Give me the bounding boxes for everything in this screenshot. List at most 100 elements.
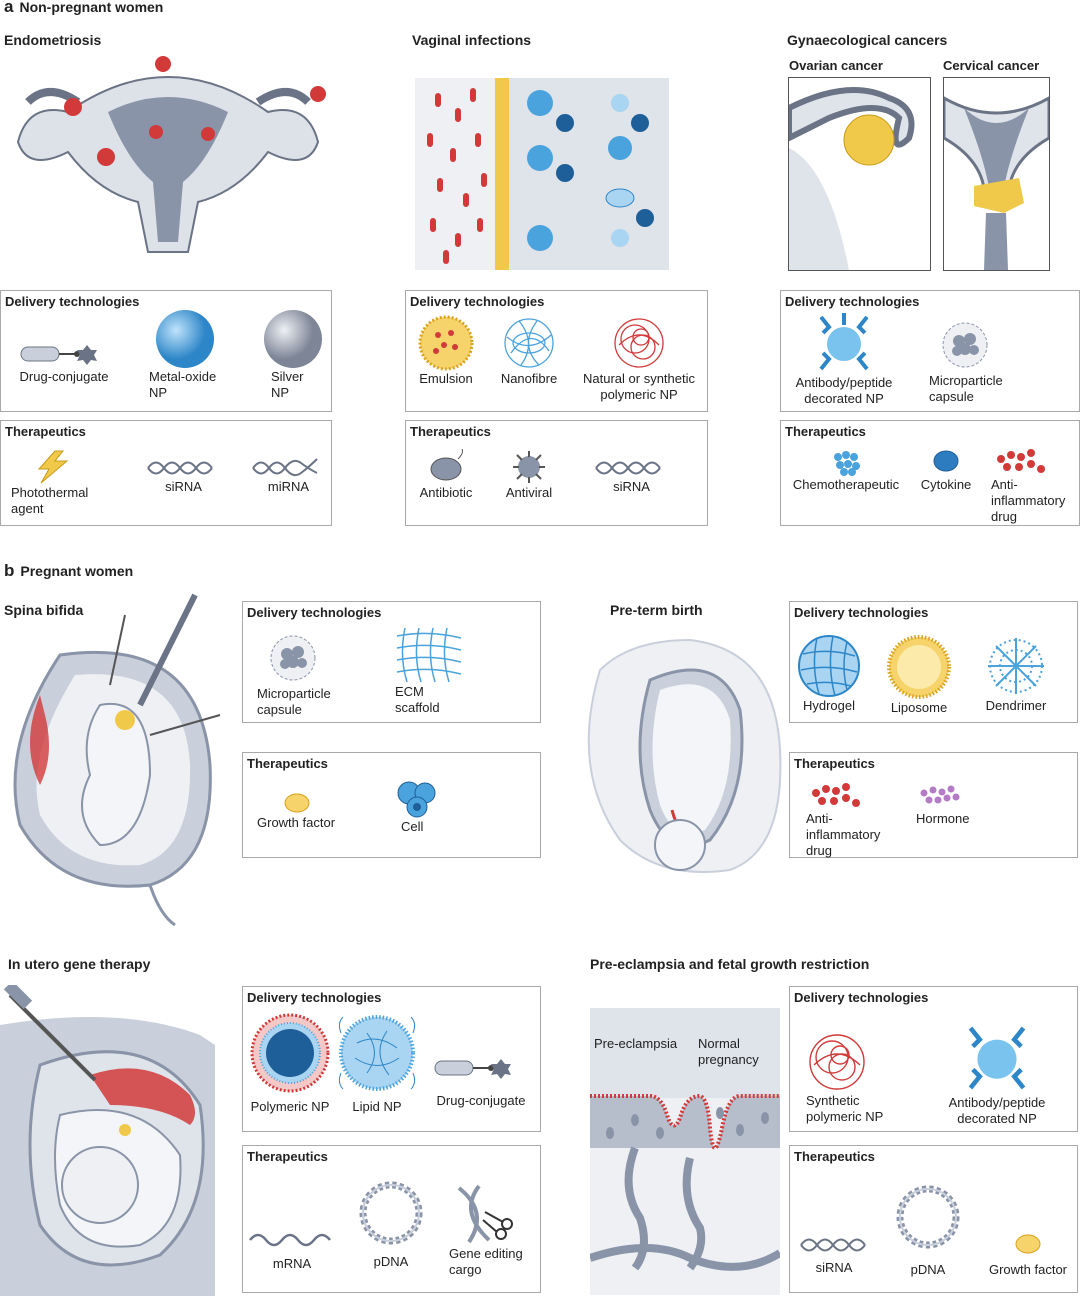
preeclampsia-therapeutics-box: Therapeutics siRNA pDNA Growth factor xyxy=(789,1145,1078,1293)
spina-title: Spina bifida xyxy=(4,602,84,618)
ecm-scaffold-item: ECM scaffold xyxy=(395,626,475,716)
cancers-title: Gynaecological cancers xyxy=(787,32,948,48)
preeclampsia-delivery-box: Delivery technologies Synthetic polymeri… xyxy=(789,986,1078,1132)
photothermal-item: Photothermal agent xyxy=(11,449,111,517)
polymeric-np-item: Polymeric NP xyxy=(245,1013,335,1115)
polymeric-np-icon xyxy=(614,318,664,368)
box-header: Therapeutics xyxy=(5,424,86,439)
box-header: Therapeutics xyxy=(247,1149,328,1164)
normal-pregnancy-label: Normal pregnancy xyxy=(698,1036,759,1067)
box-header: Delivery technologies xyxy=(410,294,545,309)
drug-conjugate-icon xyxy=(434,1059,511,1079)
hormone-icon xyxy=(920,785,960,804)
spina-microparticle-item: Microparticle capsule xyxy=(257,630,367,718)
endometriosis-therapeutics-box: Therapeutics Photothermal agent siRNA mi… xyxy=(0,420,332,526)
cell-icon xyxy=(397,781,436,818)
box-header: Therapeutics xyxy=(410,424,491,439)
endometriosis-title: Endometriosis xyxy=(4,32,102,48)
hormone-item: Hormone xyxy=(916,781,996,827)
chemotherapeutic-item: Chemotherapeutic xyxy=(785,447,907,493)
hydrogel-item: Hydrogel xyxy=(794,634,864,714)
vaginal-title: Vaginal infections xyxy=(412,32,532,48)
preterm-delivery-box: Delivery technologies Hydrogel Liposome … xyxy=(789,601,1078,723)
sirna-icon xyxy=(800,1238,866,1252)
dendrimer-item: Dendrimer xyxy=(976,634,1056,714)
preterm-anti-inflammatory-item: Anti- inflammatory drug xyxy=(806,781,916,859)
cytokine-icon xyxy=(933,450,959,472)
polymeric-np-item: Natural or synthetic polymeric NP xyxy=(574,315,704,403)
vaginal-illustration xyxy=(415,78,669,270)
growth-factor-icon xyxy=(284,793,310,813)
mrna-item: mRNA xyxy=(247,1230,337,1272)
polymeric-np-icon xyxy=(250,1013,330,1093)
spina-therapeutics-box: Therapeutics Growth factor Cell xyxy=(242,752,541,858)
anti-inflammatory-item: Anti- inflammatory drug xyxy=(991,447,1080,525)
spina-illustration xyxy=(0,585,235,930)
mirna-icon xyxy=(252,458,318,477)
lightning-icon xyxy=(37,450,69,484)
antibody-np-item: Antibody/peptide decorated NP xyxy=(785,311,903,407)
silver-np-item: Silver NP xyxy=(263,309,327,401)
spina-delivery-box: Delivery technologies Microparticle caps… xyxy=(242,601,541,723)
sirna-icon xyxy=(147,461,213,475)
preeclampsia-antibody-np-item: Antibody/peptide decorated NP xyxy=(932,1021,1062,1127)
box-header: Delivery technologies xyxy=(794,605,929,620)
liposome-icon xyxy=(887,635,951,699)
box-header: Delivery technologies xyxy=(247,605,382,620)
pdna-icon xyxy=(896,1185,960,1249)
nanofibre-item: Nanofibre xyxy=(494,315,564,387)
gene-delivery-box: Delivery technologies Polymeric NP Lipid… xyxy=(242,986,541,1132)
anti-inflammatory-icon xyxy=(812,783,860,807)
mirna-item: miRNA xyxy=(251,457,326,495)
mrna-icon xyxy=(249,1233,331,1247)
emulsion-icon xyxy=(418,315,474,371)
antibody-np-icon xyxy=(968,1026,1026,1090)
gene-illustration xyxy=(0,985,215,1296)
microparticle-item: Microparticle capsule xyxy=(929,317,1029,405)
ovarian-illustration xyxy=(788,77,931,271)
hydrogel-icon xyxy=(798,635,860,697)
growth-factor-icon xyxy=(1015,1234,1041,1254)
gene-editing-item: Gene editing cargo xyxy=(449,1182,539,1278)
drug-conjugate-icon xyxy=(20,345,97,365)
preterm-therapeutics-box: Therapeutics Anti- inflammatory drug Hor… xyxy=(789,752,1078,858)
antibiotic-item: Antibiotic xyxy=(410,449,482,501)
ovarian-label: Ovarian cancer xyxy=(789,58,883,73)
vaginal-therapeutics-box: Therapeutics Antibiotic Antiviral siRNA xyxy=(405,420,708,526)
synthetic-np-item: Synthetic polymeric NP xyxy=(806,1031,916,1125)
cell-item: Cell xyxy=(391,779,451,835)
emulsion-item: Emulsion xyxy=(411,315,481,387)
gene-drug-conjugate-item: Drug-conjugate xyxy=(423,1053,539,1109)
microparticle-icon xyxy=(942,322,988,368)
microparticle-icon xyxy=(270,635,316,681)
sirna-item: siRNA xyxy=(146,457,221,495)
placenta-illustration: Pre-eclampsia Normal pregnancy xyxy=(590,1008,780,1295)
dendrimer-icon xyxy=(988,638,1044,694)
sirna-icon xyxy=(595,461,661,475)
preeclampsia-sirna-item: siRNA xyxy=(796,1234,872,1276)
box-header: Delivery technologies xyxy=(247,990,382,1005)
vaginal-sirna-item: siRNA xyxy=(594,457,669,495)
box-header: Therapeutics xyxy=(247,756,328,771)
preeclampsia-pdna-item: pDNA xyxy=(888,1182,968,1278)
cancers-delivery-box: Delivery technologies Antibody/peptide d… xyxy=(780,290,1080,412)
lipid-np-icon xyxy=(338,1015,416,1091)
endometriosis-delivery-box: Delivery technologies Drug-conjugate Met… xyxy=(0,290,332,412)
preeclampsia-title: Pre-eclampsia and fetal growth restricti… xyxy=(590,956,870,972)
cytokine-item: Cytokine xyxy=(911,447,981,493)
nanofibre-icon xyxy=(504,318,554,368)
box-header: Therapeutics xyxy=(785,424,866,439)
growth-factor-item: Growth factor xyxy=(257,791,367,831)
chemotherapeutic-icon xyxy=(834,451,860,476)
box-header: Therapeutics xyxy=(794,756,875,771)
antiviral-item: Antiviral xyxy=(494,449,564,501)
pdna-item: pDNA xyxy=(351,1178,431,1270)
gene-therapeutics-box: Therapeutics mRNA pDNA Gene editing carg… xyxy=(242,1145,541,1293)
box-header: Delivery technologies xyxy=(5,294,140,309)
box-header: Therapeutics xyxy=(794,1149,875,1164)
vaginal-delivery-box: Delivery technologies Emulsion Nanofibre… xyxy=(405,290,708,412)
silver-np-icon xyxy=(264,310,322,368)
cervical-illustration xyxy=(943,77,1050,271)
scissors-icon xyxy=(457,1184,513,1244)
